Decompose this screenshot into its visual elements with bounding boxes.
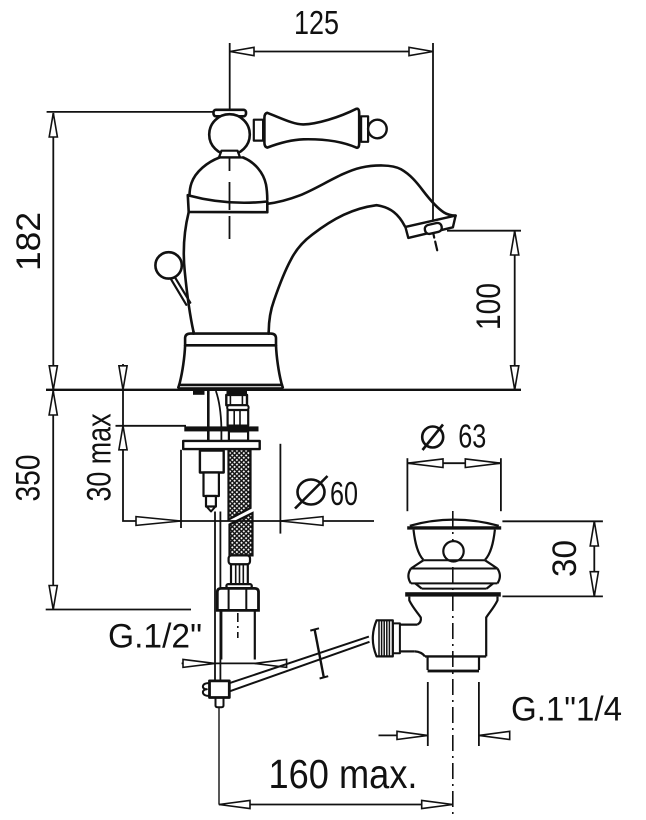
svg-text:100: 100: [470, 283, 508, 330]
svg-text:182: 182: [10, 212, 48, 271]
svg-text:30 max: 30 max: [81, 414, 119, 502]
svg-text:60: 60: [330, 475, 358, 512]
svg-text:30: 30: [546, 540, 584, 577]
svg-text:63: 63: [458, 418, 486, 455]
svg-text:350: 350: [10, 455, 48, 502]
svg-text:160 max.: 160 max.: [269, 751, 418, 797]
svg-text:G.1/2": G.1/2": [108, 618, 202, 656]
svg-text:125: 125: [294, 4, 339, 41]
svg-text:G.1"1/4: G.1"1/4: [511, 691, 622, 729]
